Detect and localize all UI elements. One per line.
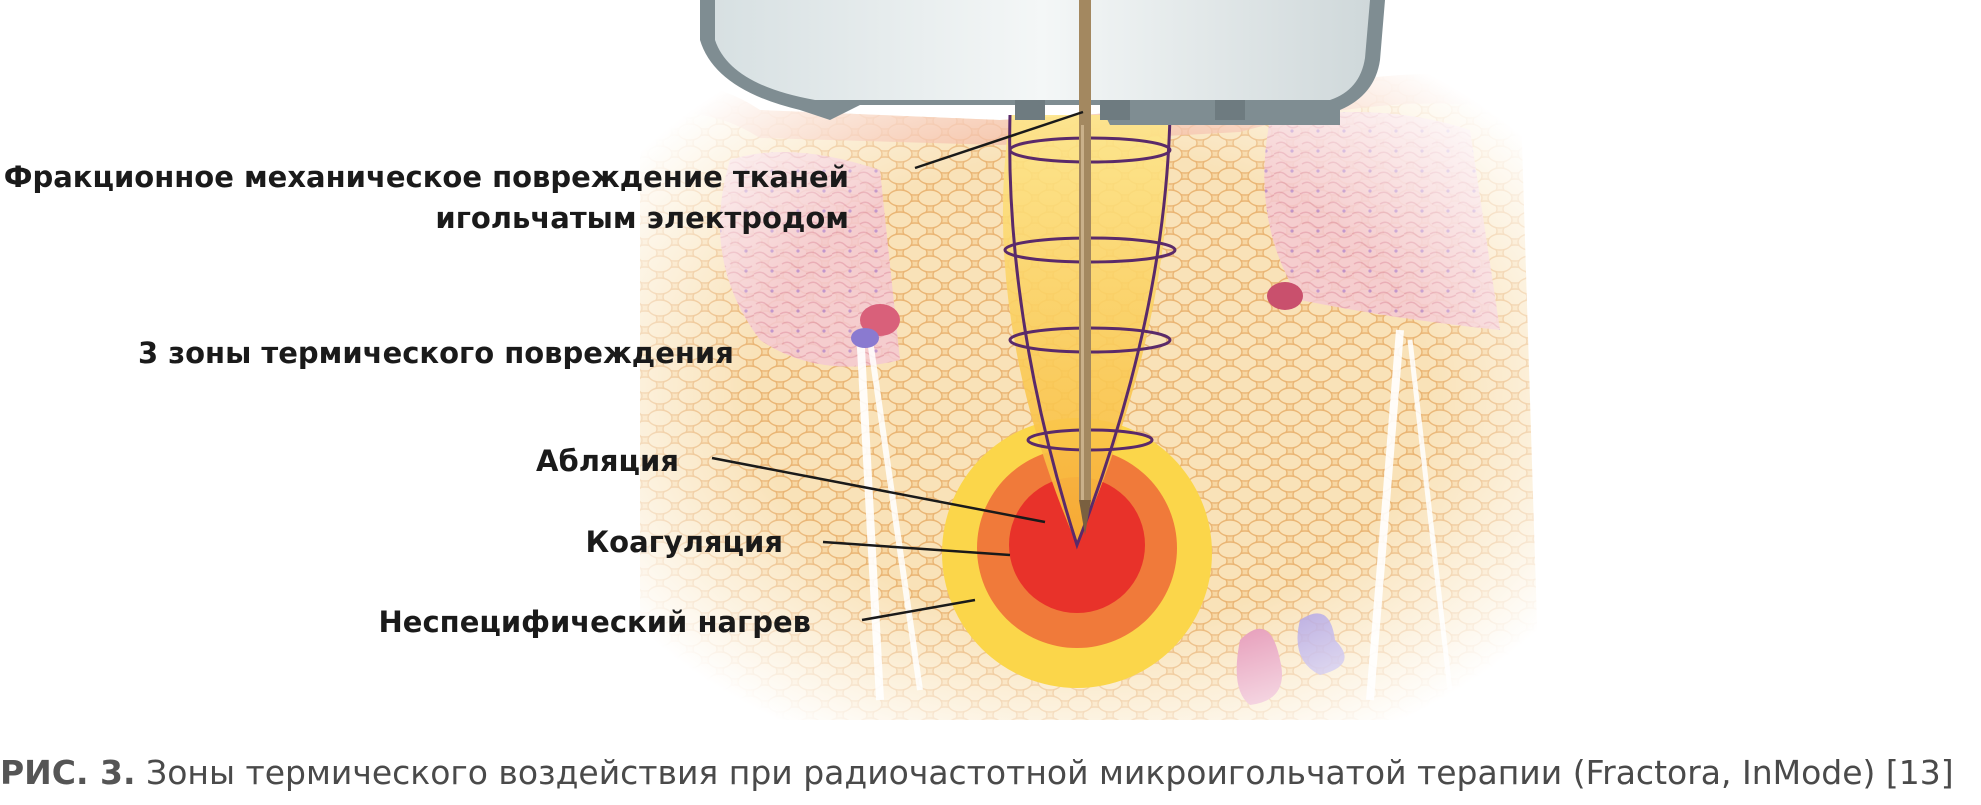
applicator-device bbox=[700, 0, 1385, 125]
leader-mechanical bbox=[914, 110, 1084, 170]
leader-ablation bbox=[711, 456, 1046, 524]
label-coagulation: Коагуляция bbox=[585, 525, 783, 559]
label-ablation: Абляция bbox=[536, 444, 679, 478]
figure-caption: РИС. 3. Зоны термического воздействия пр… bbox=[0, 748, 1981, 798]
leader-heating bbox=[861, 598, 976, 622]
label-zones-heading: 3 зоны термического повреждения bbox=[138, 336, 734, 370]
diagram bbox=[620, 0, 1560, 720]
leader-lines bbox=[711, 110, 1084, 622]
label-heating: Неспецифический нагрев bbox=[378, 605, 811, 639]
caption-number: РИС. 3. bbox=[0, 753, 136, 792]
caption-text: Зоны термического воздействия при радиоч… bbox=[135, 753, 1954, 792]
label-mechanical-damage-line1: Фракционное механическое повреждение тка… bbox=[3, 160, 849, 194]
leader-coagulation bbox=[822, 540, 1011, 557]
label-mechanical-damage-line2: игольчатым электродом bbox=[435, 201, 849, 235]
